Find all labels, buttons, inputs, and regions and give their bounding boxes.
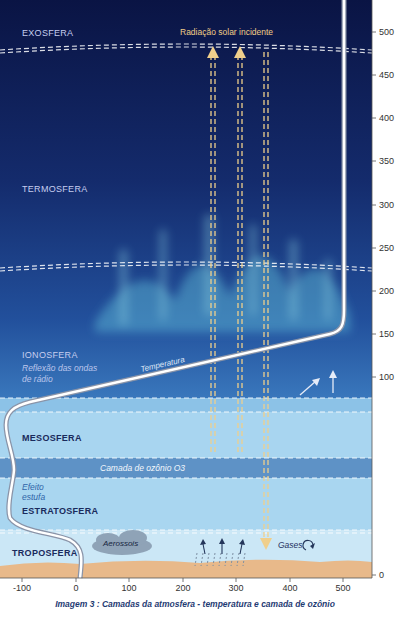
radiation-label: Radiação solar incidente — [180, 27, 273, 37]
temperature-tick-label: 200 — [175, 583, 190, 593]
temperature-tick-label: -100 — [13, 583, 31, 593]
aerosol-cloud — [92, 530, 152, 555]
arrow-head — [219, 538, 225, 544]
figure-caption: Imagem 3 : Camadas da atmosfera - temper… — [55, 599, 335, 609]
altitude-tick-label: 400 — [379, 113, 394, 123]
temperature-axis — [0, 578, 372, 579]
arrow-head — [200, 539, 206, 545]
small-arrow — [221, 543, 222, 554]
upper-sky — [0, 0, 372, 400]
temperature-tick-label: 500 — [335, 583, 350, 593]
small-arrow — [240, 544, 242, 554]
layer-name: Camada de ozônio O3 — [100, 463, 185, 473]
ozone-band-fill — [0, 458, 372, 478]
boundary-line — [0, 265, 372, 271]
layer-boundaries — [0, 44, 372, 533]
solar-radiation-arrows — [211, 52, 268, 538]
rain-streaks — [195, 553, 245, 566]
axis-ticks — [372, 32, 376, 575]
layer-band: TROPOSFERA — [12, 548, 78, 558]
layer-name: MESOSFERA — [22, 433, 82, 443]
altitude-axis — [372, 0, 373, 578]
aurora-ray — [250, 225, 256, 315]
temperature-tick-label: 400 — [282, 583, 297, 593]
layer-name: TROPOSFERA — [12, 548, 78, 558]
small-arrow — [203, 544, 205, 554]
small-arrow — [332, 376, 333, 393]
ground — [0, 560, 372, 578]
radiation-arrow — [264, 52, 268, 538]
radio-reflection-arrows — [300, 376, 333, 395]
layer-band: MESOSFERA — [22, 433, 82, 443]
temperature-line — [6, 0, 344, 578]
altitude-tick-label: 100 — [379, 372, 394, 382]
altitude-tick-label: 300 — [379, 200, 394, 210]
small-arrow — [300, 381, 316, 395]
layer-band: ESTRATOSFERA — [22, 506, 98, 516]
temperature-tick-label: 100 — [121, 583, 136, 593]
stratosphere-fill — [0, 478, 372, 530]
altitude-tick-label: 500 — [379, 27, 394, 37]
axis-ticks — [22, 578, 343, 582]
layer-band: EXOSFERA — [22, 28, 73, 38]
layer-name: ESTRATOSFERA — [22, 506, 98, 516]
boundary-line — [0, 47, 372, 53]
arrow-head — [234, 46, 246, 58]
altitude-tick-label: 0 — [379, 570, 384, 580]
radiation-arrow — [211, 58, 215, 452]
mesopause-band — [0, 398, 372, 412]
temperature-tick-label: 300 — [228, 583, 243, 593]
layer-name: TERMOSFERA — [22, 184, 88, 194]
altitude-tick-label: 450 — [379, 70, 394, 80]
altitude-tick-label: 250 — [379, 243, 394, 253]
aurora — [95, 215, 350, 332]
rain — [195, 553, 245, 566]
aurora-ray — [120, 250, 127, 325]
altitude-tick-label: 200 — [379, 286, 394, 296]
altitude-tick-label: 350 — [379, 156, 394, 166]
mesosphere-fill — [0, 398, 372, 458]
temperature-outline — [6, 0, 344, 578]
temperature-curve — [6, 0, 344, 578]
aurora-ray — [290, 240, 297, 320]
layer-note: Reflexão das ondas de rádio — [22, 363, 106, 385]
arrow-head — [329, 370, 337, 378]
evaporation-arrows — [203, 540, 313, 554]
boundary-line — [0, 457, 372, 458]
gas-label: Gases — [278, 540, 303, 550]
layer-band: TERMOSFERA — [22, 184, 88, 194]
effect-label: Efeito estufa — [22, 482, 56, 502]
arrow-head — [260, 538, 272, 550]
aerosol-label: Aerossois — [103, 539, 138, 548]
altitude-tick-label: 150 — [379, 329, 394, 339]
layer-band: IONOSFERA Reflexão das ondas de rádio — [22, 350, 106, 385]
layer-name: IONOSFERA — [22, 350, 106, 360]
temperature-tick-label: 0 — [73, 583, 78, 593]
arrow-head — [310, 543, 315, 549]
arrow-head — [207, 46, 219, 58]
layer-band: Camada de ozônio O3 — [100, 463, 185, 473]
boundary-line — [0, 411, 372, 412]
radiation-arrow — [238, 58, 242, 452]
arrow-head — [239, 539, 245, 545]
boundary-line — [0, 529, 372, 530]
axes — [0, 0, 376, 582]
boundary-line — [0, 477, 372, 478]
arrow-head — [312, 378, 320, 386]
aurora-ray — [160, 230, 166, 320]
aurora-glow — [95, 256, 350, 332]
layer-name: EXOSFERA — [22, 28, 73, 38]
